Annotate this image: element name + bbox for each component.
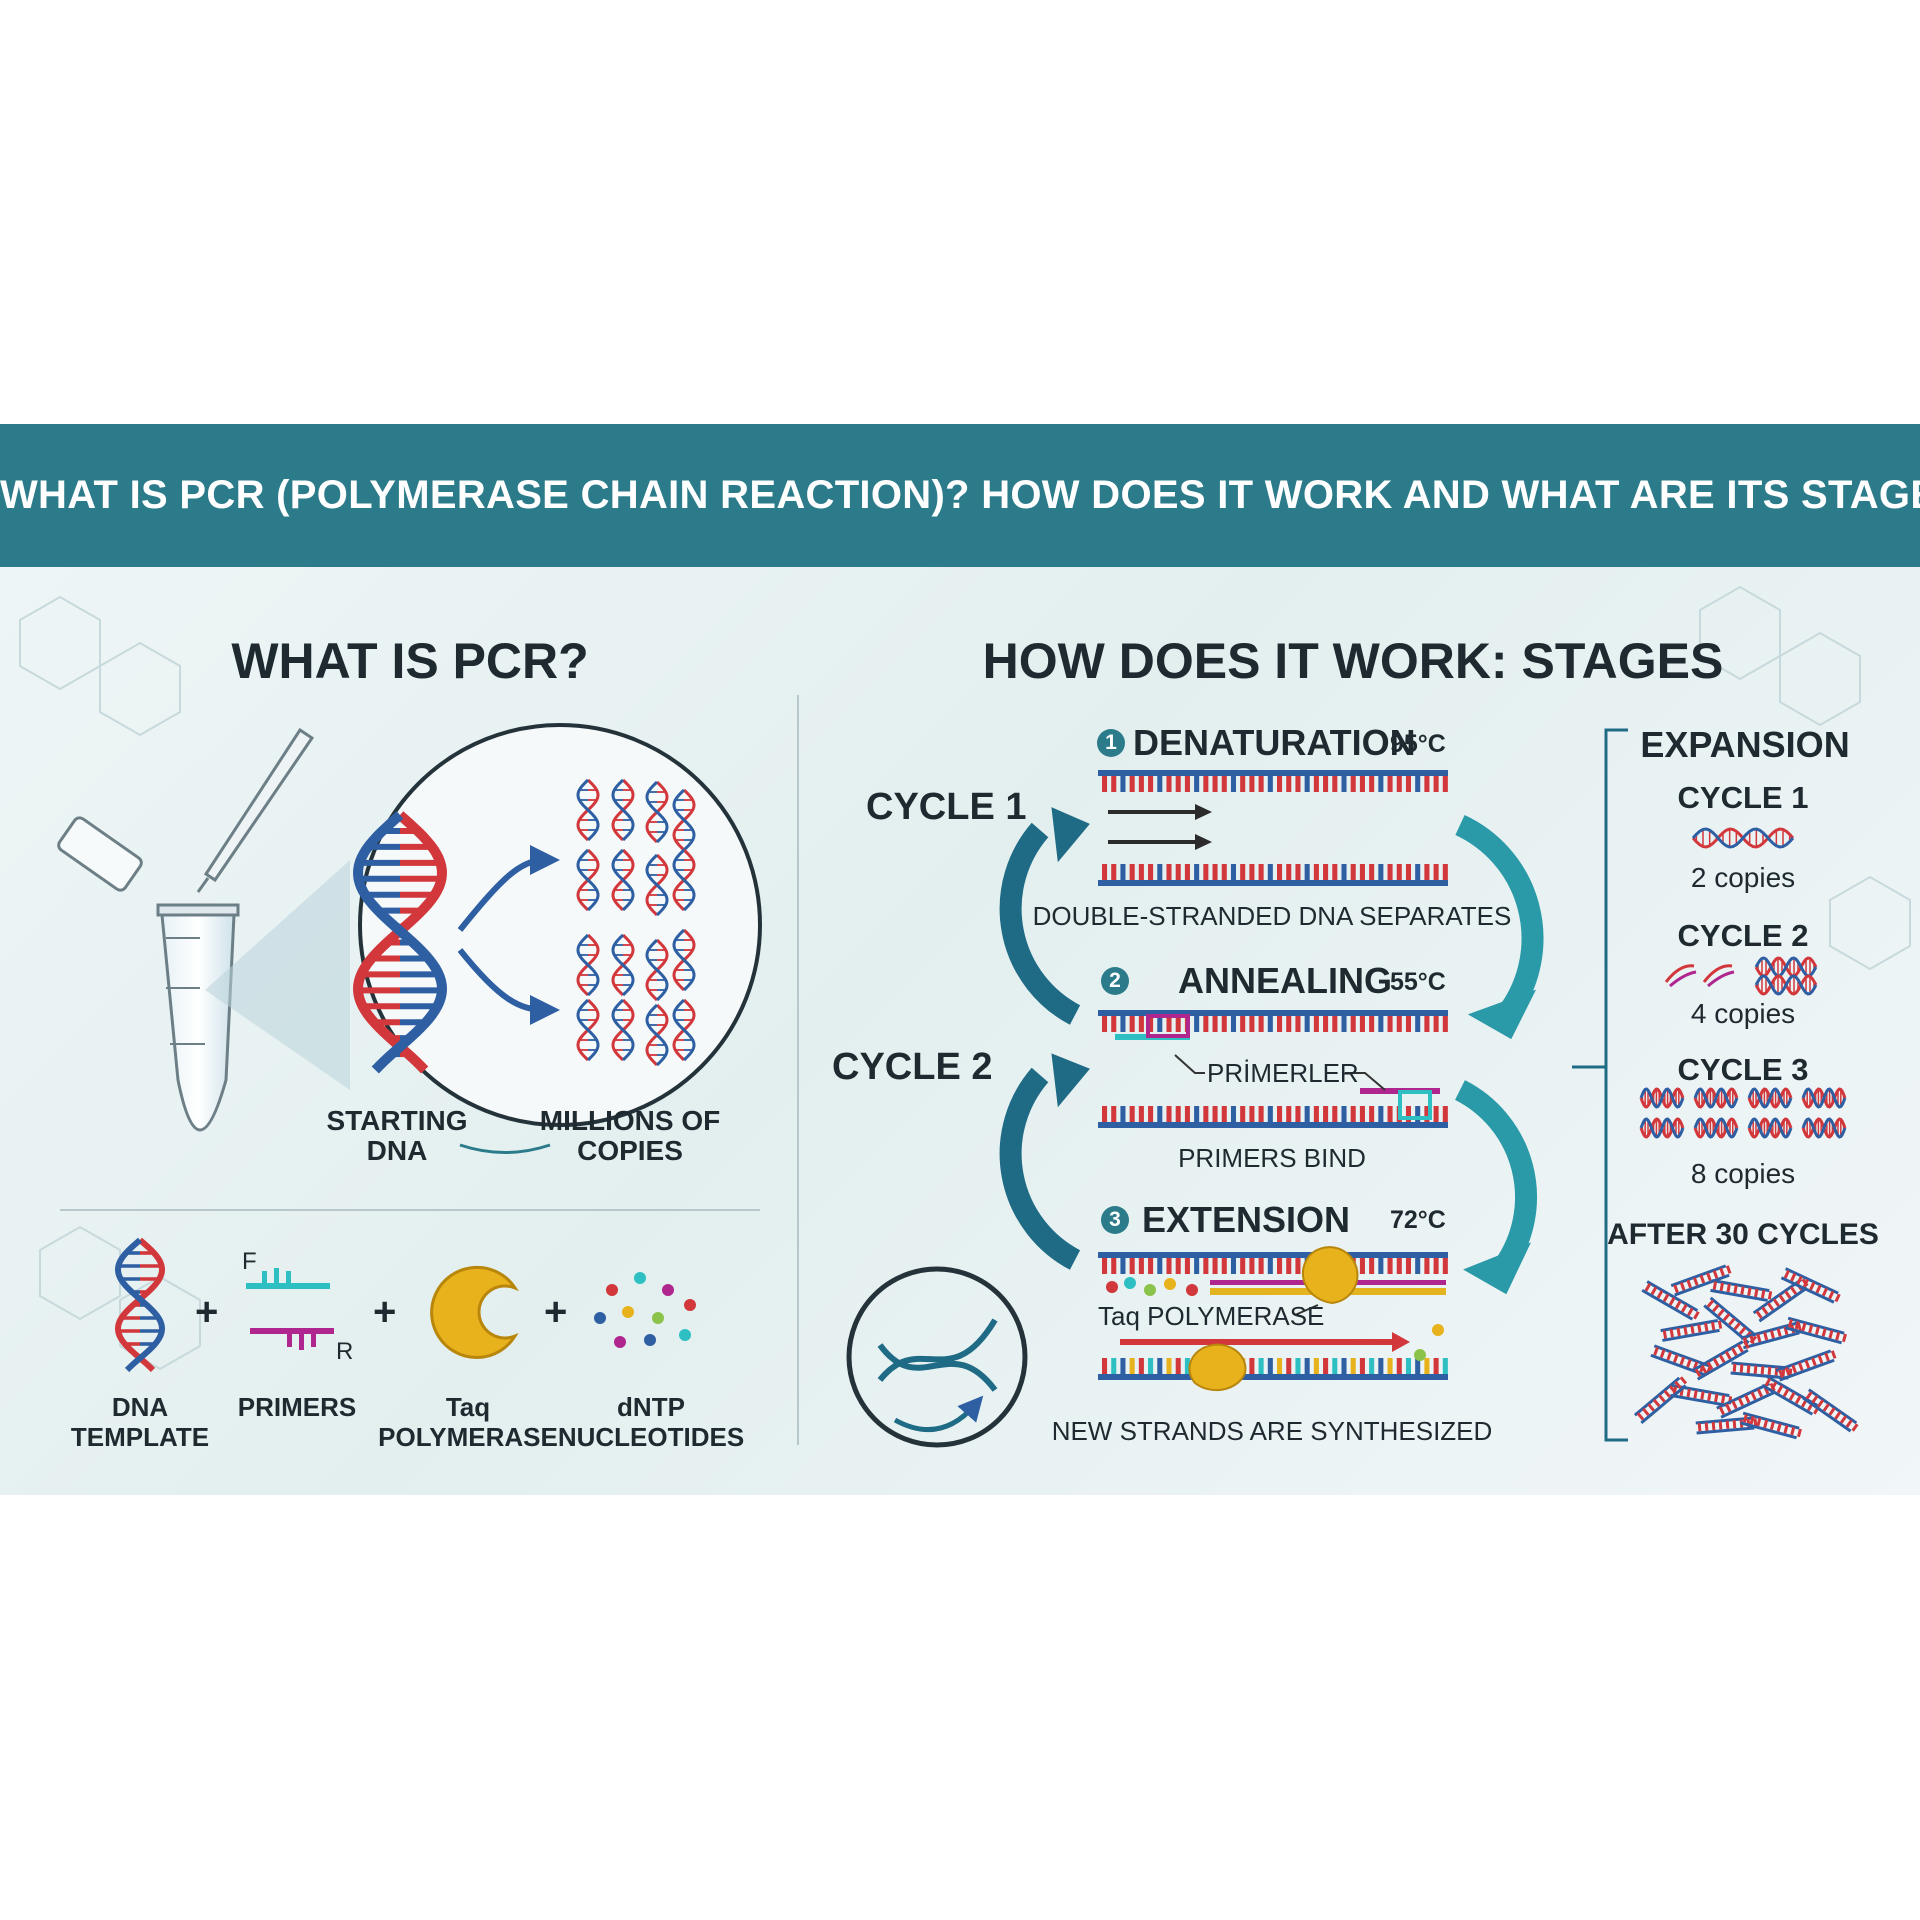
stages-heading: HOW DOES IT WORK: STAGES xyxy=(982,633,1724,689)
extension-caption: NEW STRANDS ARE SYNTHESIZED xyxy=(1051,1416,1493,1446)
millions-of-copies-helices xyxy=(576,778,696,1067)
hexagon-background-decoration xyxy=(19,585,1911,1371)
plus-sign: + xyxy=(373,1290,397,1334)
expansion-cycle-1-copies: 2 copies xyxy=(1690,862,1796,893)
magnified-dna-circle xyxy=(352,723,762,1127)
after-30-cycles-label: AFTER 30 CYCLES xyxy=(1607,1218,1879,1251)
extension-extras xyxy=(1106,1246,1446,1392)
denaturation-temp: 95°C xyxy=(1390,730,1446,758)
what-is-pcr-heading: WHAT IS PCR? xyxy=(231,633,589,689)
primer-reverse-label: R xyxy=(336,1338,354,1365)
expansion-cycle-1-label: CYCLE 1 xyxy=(1677,780,1809,815)
dna-template-label: DNA TEMPLATE xyxy=(70,1392,210,1452)
extension-temp: 72°C xyxy=(1390,1206,1446,1234)
expansion-cycle-2-label: CYCLE 2 xyxy=(1677,918,1809,953)
zoom-cone xyxy=(205,860,350,1090)
annealed-primers xyxy=(1115,1014,1440,1120)
expansion-copies xyxy=(1633,827,1859,1440)
primer-forward-label: F xyxy=(242,1248,257,1275)
stage-1-number: 1 xyxy=(1097,729,1125,757)
stage-3-number: 3 xyxy=(1101,1206,1129,1234)
copy-arrow-down xyxy=(457,948,560,1025)
cycle-2-label: CYCLE 2 xyxy=(832,1046,993,1088)
taq-polymerase-icon xyxy=(430,1265,519,1359)
primer-callout: PRİMERLER xyxy=(1207,1058,1359,1088)
plus-sign: + xyxy=(195,1290,219,1334)
millions-of-copies-label: MILLIONS OF COPIES xyxy=(539,1105,721,1166)
primers-label: PRIMERS xyxy=(237,1392,357,1422)
primer-callout-line xyxy=(1174,1054,1205,1074)
denaturation-caption: DOUBLE-STRANDED DNA SEPARATES xyxy=(1032,901,1512,931)
cycle-arrows xyxy=(999,807,1544,1295)
stage-strands xyxy=(1098,770,1448,1380)
annealing-caption: PRIMERS BIND xyxy=(1178,1143,1366,1173)
copy-arrow-up xyxy=(457,845,560,932)
taq-polymerase-callout: Taq POLYMERASE xyxy=(1098,1301,1325,1331)
title-banner xyxy=(0,424,1920,567)
annealing-temp: 55°C xyxy=(1390,968,1446,996)
starting-dna-helix xyxy=(352,811,448,1074)
dna-template-icon xyxy=(114,1237,166,1373)
pipette-icon xyxy=(196,727,315,893)
taq-callout-line xyxy=(1294,1304,1319,1316)
cycle-1-label: CYCLE 1 xyxy=(866,786,1027,828)
expansion-cycle-3-copies: 8 copies xyxy=(1690,1158,1796,1189)
expansion-heading: EXPANSION xyxy=(1640,724,1850,765)
extension-title: EXTENSION xyxy=(1142,1199,1351,1240)
taq-polymerase-label: Taq POLYMERASE xyxy=(378,1392,558,1452)
annealing-title: ANNEALING xyxy=(1178,960,1392,1001)
expansion-cycle-3-label: CYCLE 3 xyxy=(1677,1052,1809,1087)
primers-icon xyxy=(246,1268,334,1350)
pcr-tube-icon xyxy=(57,816,240,1132)
page-title: WHAT IS PCR (POLYMERASE CHAIN REACTION)?… xyxy=(0,473,1920,517)
expansion-cycle-2-copies: 4 copies xyxy=(1690,998,1796,1029)
starting-dna-label: STARTING DNA xyxy=(326,1105,468,1166)
dntp-nucleotides-label: dNTP NUCLEOTIDES xyxy=(557,1392,745,1452)
expansion-bracket xyxy=(1572,728,1628,1442)
dna-cycle-emblem xyxy=(846,1266,1028,1448)
primer-callout-line xyxy=(1345,1072,1386,1091)
denaturation-title: DENATURATION xyxy=(1133,722,1416,763)
connector-curve xyxy=(459,1143,551,1154)
separation-arrows xyxy=(1108,804,1212,850)
plus-sign: + xyxy=(544,1290,568,1334)
dntp-nucleotides-icon xyxy=(594,1272,696,1348)
stage-2-number: 2 xyxy=(1101,967,1129,995)
